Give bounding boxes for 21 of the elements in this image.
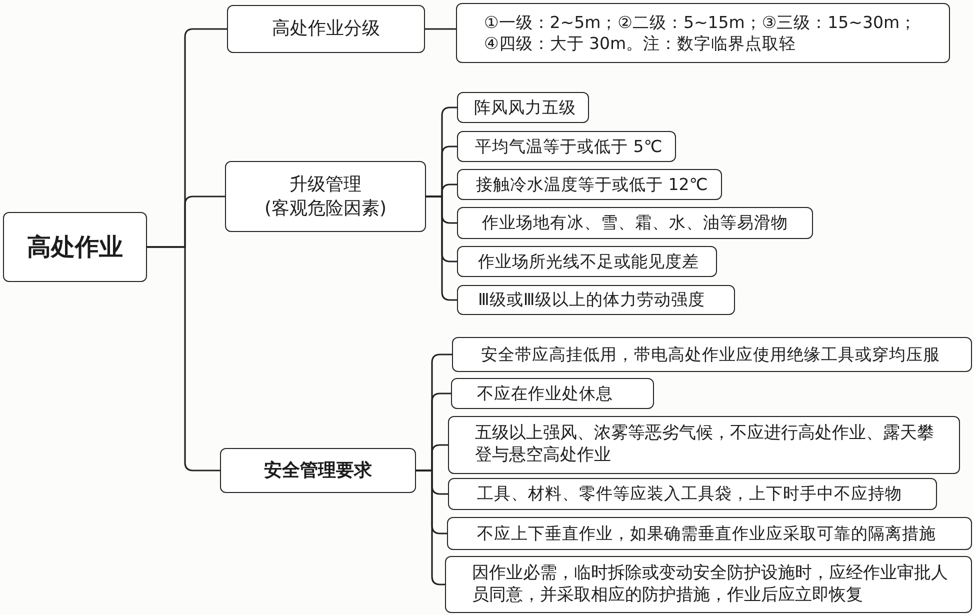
detail-box: 安全带应高挂低用，带电高处作业应使用绝缘工具或穿均压服 xyxy=(452,337,972,372)
detail-box: 工具、材料、零件等应装入工具袋，上下时手中不应持物 xyxy=(448,478,937,510)
detail-box: 接触冷水温度等于或低于 12℃ xyxy=(457,169,722,200)
subtopic-title: 升级管理 xyxy=(288,173,362,196)
detail-box: ①一级：2~5m；②二级：5~15m；③三级：15~30m；④四级：大于 30m。注：数字临界点取轻 xyxy=(456,3,950,63)
detail-box: Ⅲ级或Ⅲ级以上的体力劳动强度 xyxy=(457,285,735,315)
detail-box: 不应上下垂直作业，如果确需垂直作业应采取可靠的隔离措施 xyxy=(447,517,972,550)
subtopic-note: (客观危险因素) xyxy=(263,196,388,220)
detail-box: 作业场所光线不足或能见度差 xyxy=(457,246,717,277)
detail-box: 阵风风力五级 xyxy=(457,92,589,123)
detail-box: 因作业必需，临时拆除或变动安全防护设施时，应经作业审批人员同意，并采取相应的防护措施，作业后应立即恢复 xyxy=(445,556,972,613)
detail-box: 平均气温等于或低于 5℃ xyxy=(457,131,676,162)
main-topic-box: 高处作业 xyxy=(3,212,147,282)
connector-line xyxy=(147,246,220,472)
subtopic-box: 高处作业分级 xyxy=(227,5,425,53)
subtopic-box xyxy=(225,161,426,232)
subtopic-box: 安全管理要求 xyxy=(220,448,416,493)
detail-box: 五级以上强风、浓雾等恶劣气候，不应进行高处作业、露天攀登与悬空高处作业 xyxy=(448,416,960,474)
connector-line xyxy=(425,28,456,30)
detail-box: 不应在作业处休息 xyxy=(451,378,654,409)
detail-box: 作业场地有冰、雪、霜、水、油等易滑物 xyxy=(457,207,813,239)
